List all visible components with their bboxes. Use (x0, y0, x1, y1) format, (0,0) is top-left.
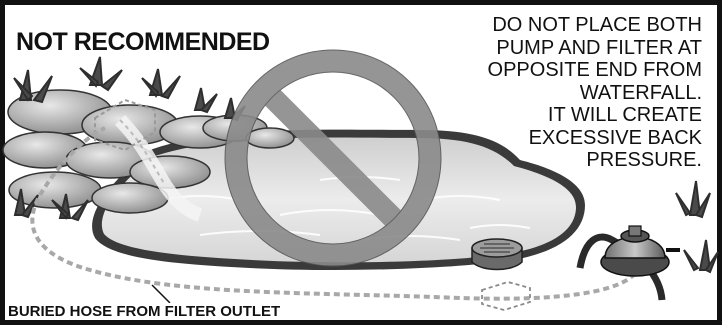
warning-text: DO NOT PLACE BOTH PUMP AND FILTER AT OPP… (372, 14, 702, 172)
caption-pointer (152, 285, 170, 303)
warning-line: WATERFALL. (372, 82, 702, 105)
hose-caption: BURIED HOSE FROM FILTER OUTLET (8, 303, 284, 320)
pump-icon (580, 226, 680, 300)
title: NOT RECOMMENDED (16, 28, 270, 57)
warning-line: DO NOT PLACE BOTH (372, 14, 702, 37)
warning-line: OPPOSITE END FROM (372, 59, 702, 82)
warning-line: PUMP AND FILTER AT (372, 37, 702, 60)
filter-icon (472, 239, 530, 310)
warning-line: EXCESSIVE BACK (372, 127, 702, 150)
warning-line: IT WILL CREATE (372, 104, 702, 127)
warning-line: PRESSURE. (372, 149, 702, 172)
